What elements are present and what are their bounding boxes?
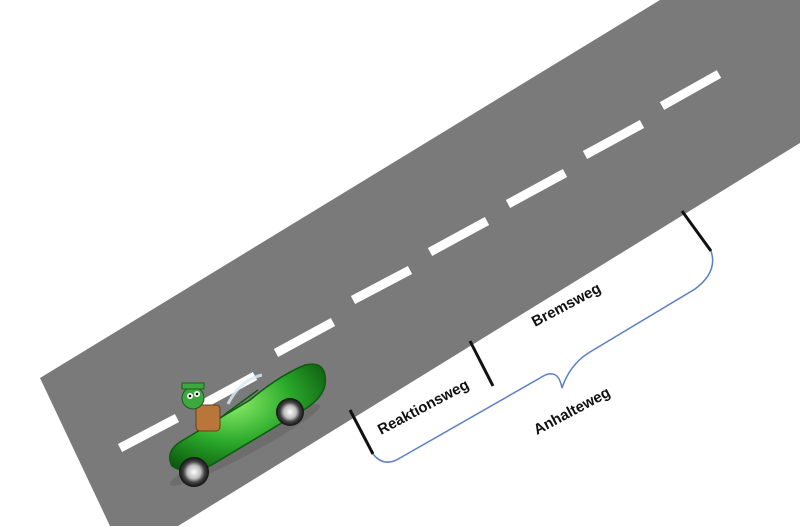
tick-reaction-start	[348, 409, 375, 455]
tick-braking-end	[680, 210, 713, 252]
distance-ticks	[348, 210, 713, 455]
stopping-distance-brace	[372, 250, 714, 463]
green-creature-driver-icon	[181, 382, 221, 432]
tick-braking-start	[468, 340, 495, 387]
lane-markings	[117, 70, 722, 452]
rear-wheel	[179, 457, 209, 487]
front-wheel	[276, 398, 304, 426]
stopping-distance-label: Anhalteweg	[531, 384, 613, 439]
green-convertible-car-icon	[169, 363, 327, 487]
